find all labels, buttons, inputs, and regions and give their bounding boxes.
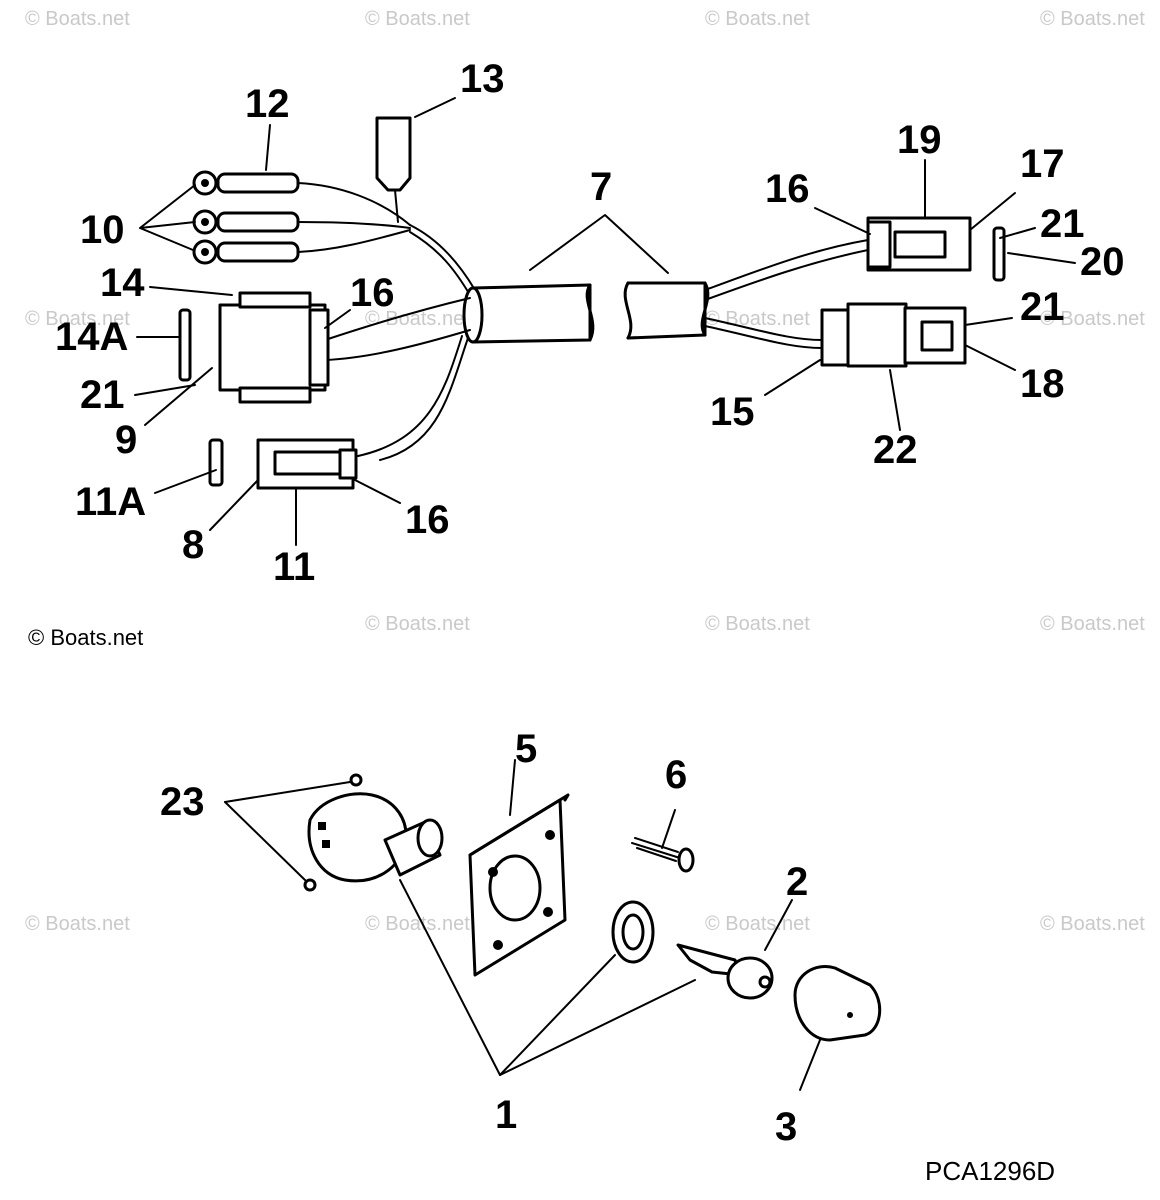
callout-21-right: 21 — [1020, 285, 1065, 329]
ring-terminal-group — [192, 170, 300, 265]
watermark: © Boats.net — [25, 913, 130, 935]
callout-16-right: 16 — [765, 167, 810, 211]
screw-23a — [349, 773, 363, 787]
main-cable — [462, 281, 710, 344]
callout-18: 18 — [1020, 362, 1065, 406]
callout-8: 8 — [182, 523, 204, 567]
screw-6 — [631, 837, 695, 873]
ignition-switch-assembly — [224, 759, 882, 1091]
bullet-connector — [375, 116, 412, 192]
callout-1: 1 — [495, 1093, 517, 1137]
connector-19 — [866, 216, 972, 272]
wiring-harness — [134, 97, 1076, 546]
leader-lines-switch — [224, 759, 821, 1091]
callout-9: 9 — [115, 418, 137, 462]
callout-5: 5 — [515, 727, 537, 771]
switch-body — [307, 792, 444, 883]
connector-22 — [820, 302, 967, 368]
callout-21-top: 21 — [1040, 202, 1085, 246]
callout-22: 22 — [873, 428, 918, 472]
watermark: © Boats.net — [365, 913, 470, 935]
callout-16-bottom: 16 — [405, 498, 450, 542]
mounting-plate — [468, 793, 570, 977]
boot-cover — [793, 965, 882, 1042]
watermark: © Boats.net — [705, 613, 810, 635]
callout-6: 6 — [665, 753, 687, 797]
key — [676, 943, 774, 1000]
watermark: © Boats.net — [1040, 913, 1145, 935]
pin-11a — [208, 438, 224, 487]
screw-23b — [303, 878, 317, 892]
watermark: © Boats.net — [365, 8, 470, 30]
watermark: © Boats.net — [25, 308, 130, 330]
watermark: © Boats.net — [25, 8, 130, 30]
callout-11a: 11A — [75, 480, 146, 524]
callout-3: 3 — [775, 1105, 797, 1149]
callout-7: 7 — [590, 165, 612, 209]
callout-19: 19 — [897, 118, 942, 162]
watermark: © Boats.net — [365, 308, 470, 330]
callout-13: 13 — [460, 57, 505, 101]
watermark: © Boats.net — [1040, 308, 1145, 330]
watermark: © Boats.net — [365, 613, 470, 635]
watermark: © Boats.net — [1040, 613, 1145, 635]
copyright-watermark: © Boats.net — [28, 625, 143, 650]
callout-20: 20 — [1080, 240, 1125, 284]
watermark: © Boats.net — [705, 8, 810, 30]
connector-14 — [218, 291, 330, 404]
watermark: © Boats.net — [705, 308, 810, 330]
connector-11 — [256, 438, 358, 490]
callout-2: 2 — [786, 860, 808, 904]
watermark: © Boats.net — [1040, 8, 1145, 30]
callout-labels: 13 12 10 14 14A 21 9 16 7 11A 8 11 16 16… — [55, 57, 1125, 1186]
part-code: PCA1296D — [925, 1156, 1055, 1186]
pin-20 — [992, 226, 1006, 282]
leader-lines-harness — [134, 97, 1076, 546]
watermark: © Boats.net — [705, 913, 810, 935]
callout-11: 11 — [273, 545, 315, 589]
callout-21-left: 21 — [80, 373, 125, 417]
callout-10: 10 — [80, 208, 125, 252]
pin-14a — [178, 308, 192, 382]
callout-23: 23 — [160, 780, 205, 824]
callout-14a: 14A — [55, 315, 128, 359]
callout-15: 15 — [710, 390, 755, 434]
nut — [611, 900, 655, 964]
callout-12: 12 — [245, 82, 290, 126]
callout-16-top: 16 — [350, 271, 395, 315]
callout-14: 14 — [100, 261, 145, 305]
callout-17: 17 — [1020, 142, 1065, 186]
